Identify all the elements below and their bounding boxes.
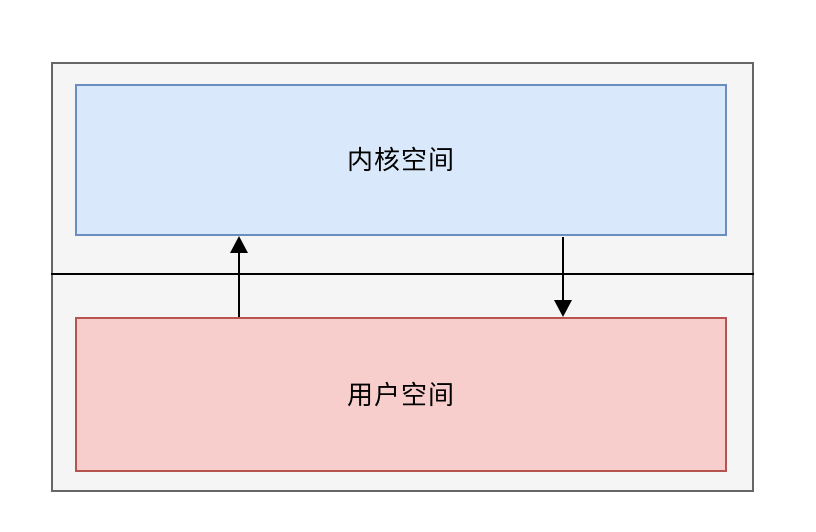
- kernel-space-box: 内核空间: [75, 84, 727, 236]
- user-space-label: 用户空间: [346, 379, 455, 410]
- kernel-user-divider-line: [51, 273, 754, 275]
- arrow-user-to-kernel: [230, 236, 248, 317]
- arrow-down-line: [562, 237, 564, 301]
- arrow-up-head-icon: [230, 236, 248, 253]
- user-space-box: 用户空间: [75, 317, 727, 472]
- arrow-kernel-to-user: [554, 237, 572, 317]
- arrow-down-head-icon: [554, 300, 572, 317]
- kernel-space-label: 内核空间: [346, 145, 455, 175]
- arrow-up-line: [238, 250, 240, 317]
